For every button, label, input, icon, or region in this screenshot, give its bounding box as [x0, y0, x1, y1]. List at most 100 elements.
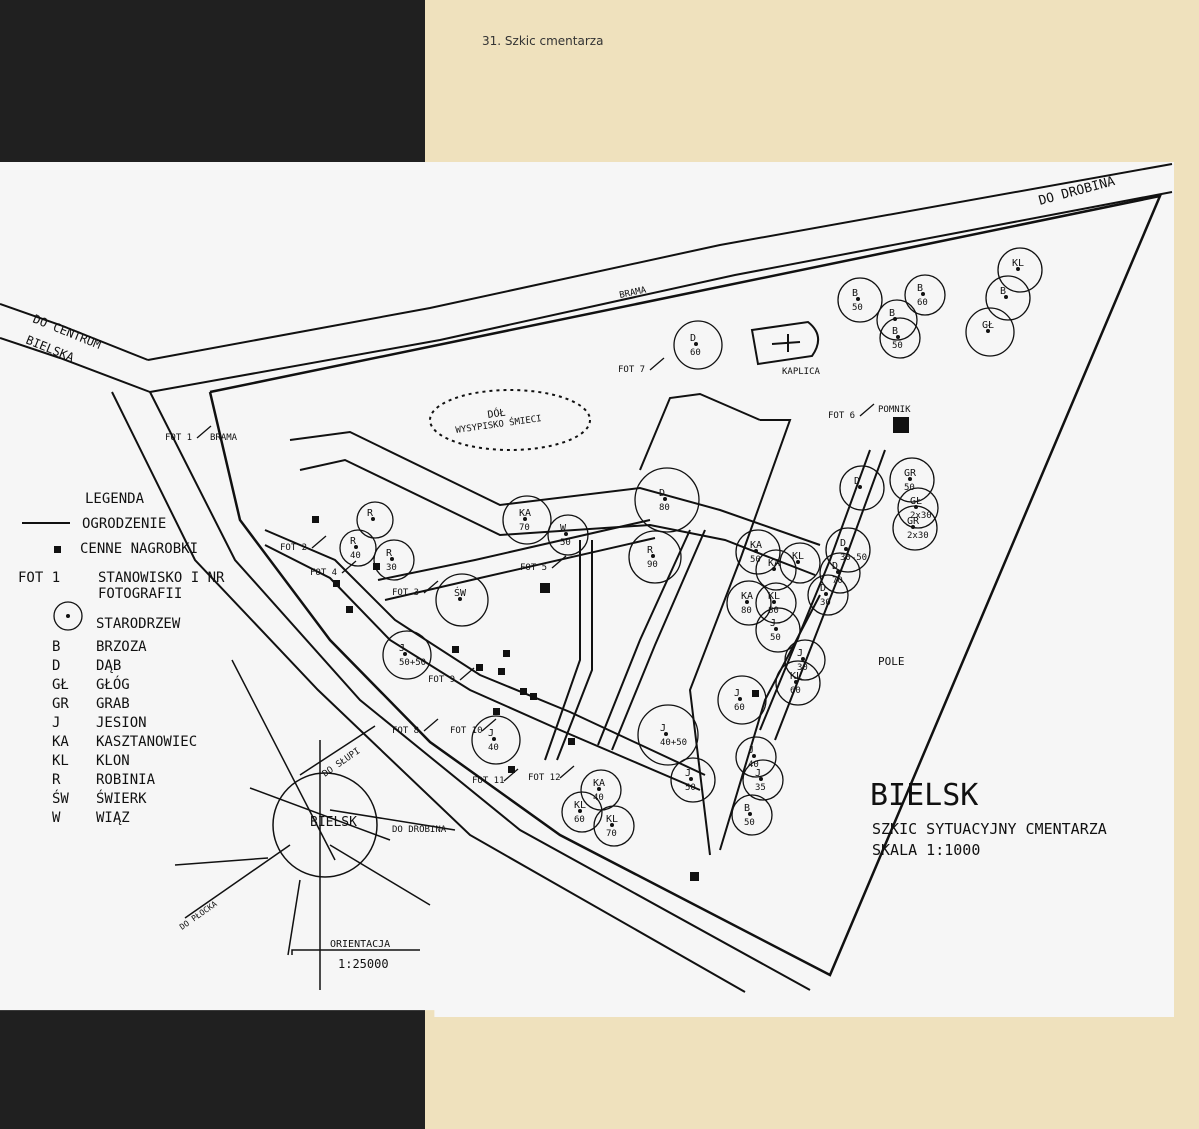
grave-marker[interactable] [476, 664, 483, 671]
tree-canopy[interactable] [735, 736, 777, 778]
tree-canopy[interactable] [825, 527, 871, 573]
grave-marker[interactable] [312, 516, 319, 523]
tree-canopy[interactable] [784, 639, 826, 681]
tree-canopy[interactable] [889, 457, 935, 503]
inner-path-6[interactable] [384, 537, 656, 601]
grave-marker[interactable] [346, 606, 353, 613]
tree-canopy[interactable] [755, 607, 801, 653]
tree-canopy[interactable] [634, 467, 700, 533]
inner-path-2[interactable] [299, 458, 816, 576]
inner-path-5[interactable] [377, 519, 651, 581]
tree-canopy[interactable] [731, 794, 773, 836]
tree-canopy[interactable] [897, 487, 939, 529]
photo-station-label[interactable]: FOT 6 [828, 411, 855, 421]
inner-path-9[interactable] [597, 529, 691, 746]
grave-marker[interactable] [493, 708, 500, 715]
inner-path-1[interactable] [289, 430, 821, 546]
tree-size-label: 60 [734, 703, 745, 713]
grave-marker[interactable] [452, 646, 459, 653]
rubbish-pit-outline[interactable] [429, 389, 591, 451]
tree-size-label: 50+50 [399, 658, 426, 668]
tree-canopy[interactable] [339, 529, 377, 567]
tree-canopy[interactable] [356, 501, 394, 539]
grave-marker[interactable] [752, 690, 759, 697]
photo-station-label[interactable]: FOT 8 [392, 726, 419, 736]
cemetery-fence[interactable] [208, 194, 1163, 977]
inner-path-7[interactable] [544, 540, 581, 761]
tree-canopy[interactable] [755, 582, 797, 624]
inset-road [174, 857, 269, 866]
tree-size-label: 80 [659, 503, 670, 513]
tree-canopy[interactable] [904, 274, 946, 316]
inner-path-10[interactable] [611, 529, 706, 751]
tree-canopy[interactable] [779, 542, 821, 584]
tree-canopy[interactable] [382, 630, 432, 680]
grave-marker[interactable] [540, 583, 550, 593]
tree-canopy[interactable] [997, 247, 1043, 293]
tree-species-code: KA [741, 591, 753, 602]
tree-canopy[interactable] [892, 505, 938, 551]
tree-size-label: 30 [386, 563, 397, 573]
tree-canopy[interactable] [717, 675, 767, 725]
tree-canopy[interactable] [673, 320, 723, 370]
grave-marker[interactable] [568, 738, 575, 745]
photo-station-label[interactable]: FOT 10 [450, 726, 483, 736]
inner-path-4[interactable] [264, 529, 706, 776]
grave-marker[interactable] [498, 668, 505, 675]
tree-canopy[interactable] [637, 704, 699, 766]
photo-station-label[interactable]: FOT 1 [165, 433, 192, 443]
tree-canopy[interactable] [839, 465, 885, 511]
grave-marker[interactable] [530, 693, 537, 700]
photo-station-label[interactable]: FOT 3 [392, 588, 419, 598]
tree-canopy[interactable] [502, 495, 552, 545]
tree-canopy[interactable] [593, 805, 635, 847]
photo-station-label[interactable]: FOT 9 [428, 675, 455, 685]
inset-circle [272, 772, 378, 878]
inner-path-3[interactable] [264, 544, 701, 791]
photo-station-label[interactable]: FOT 12 [528, 773, 561, 783]
photo-station-label[interactable]: FOT 4 [310, 568, 337, 578]
tree-canopy[interactable] [755, 549, 797, 591]
tree-canopy[interactable] [985, 275, 1031, 321]
grave-marker[interactable] [690, 872, 699, 881]
monument-marker[interactable] [893, 417, 909, 433]
inner-path-14[interactable] [759, 449, 871, 731]
tree-canopy[interactable] [742, 759, 784, 801]
inner-path-8[interactable] [556, 540, 593, 761]
tree-canopy[interactable] [471, 715, 521, 765]
label-pole: POLE [878, 655, 905, 668]
grave-marker[interactable] [508, 766, 515, 773]
tree-trunk-dot [921, 292, 925, 296]
tree-canopy[interactable] [807, 574, 849, 616]
tree-canopy[interactable] [879, 317, 921, 359]
inner-path-15[interactable] [774, 449, 886, 741]
tree-canopy[interactable] [628, 530, 682, 584]
tree-canopy[interactable] [775, 660, 821, 706]
chapel-building[interactable] [750, 320, 819, 366]
tree-species-code: J [755, 768, 761, 779]
inner-path-13[interactable] [639, 392, 761, 471]
grave-marker[interactable] [373, 563, 380, 570]
grave-marker[interactable] [520, 688, 527, 695]
photo-station-label[interactable]: FOT 7 [618, 365, 645, 375]
photo-station-label[interactable]: FOT 2 [280, 543, 307, 553]
tree-canopy[interactable] [726, 580, 772, 626]
tree-species-code: J [660, 723, 666, 734]
tree-canopy[interactable] [670, 757, 716, 803]
map-sheet [0, 162, 1174, 1017]
tree-canopy[interactable] [435, 573, 489, 627]
tree-canopy[interactable] [561, 791, 603, 833]
tree-canopy[interactable] [547, 514, 589, 556]
tree-canopy[interactable] [965, 307, 1015, 357]
tree-size-label: 80 [768, 606, 779, 616]
tree-canopy[interactable] [373, 539, 415, 581]
grave-marker[interactable] [333, 580, 340, 587]
tree-canopy[interactable] [819, 552, 861, 594]
photo-station-label[interactable]: FOT 5 [520, 563, 547, 573]
tree-canopy[interactable] [837, 277, 883, 323]
photo-station-label[interactable]: FOT 11 [472, 776, 505, 786]
tree-trunk-dot [754, 549, 758, 553]
tree-canopy[interactable] [735, 529, 781, 575]
tree-canopy[interactable] [876, 299, 918, 341]
grave-marker[interactable] [503, 650, 510, 657]
